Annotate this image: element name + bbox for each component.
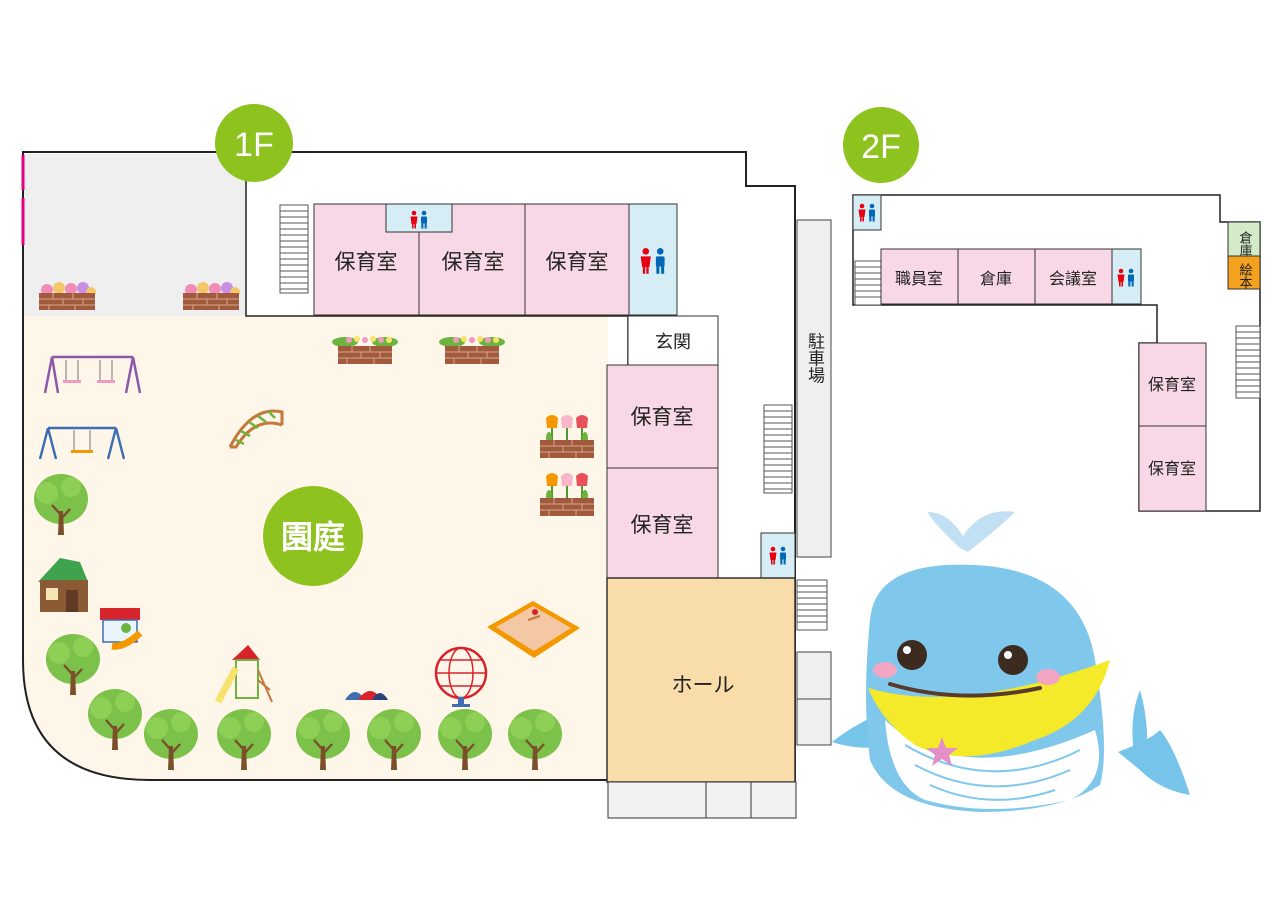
nursery-room-b-label: 保育室	[442, 250, 505, 274]
garden-badge	[263, 486, 363, 586]
stairs-icon	[279, 204, 309, 294]
sandbox-icon	[487, 601, 580, 658]
second-floor: 職員室 倉庫 会議室 倉庫 絵本 保育室 保育室 2F	[843, 107, 1261, 512]
storage-2f	[957, 248, 1036, 305]
tulip-bed-icon	[539, 472, 595, 517]
entrance-label: 玄関	[655, 332, 691, 353]
stairs-icon	[796, 579, 828, 631]
nursery-room-f	[1138, 342, 1207, 427]
globe-climber-icon	[434, 646, 488, 707]
flower-bed-icon	[182, 281, 241, 311]
annex-b	[705, 781, 752, 819]
house-icon	[38, 558, 88, 612]
floor-badge-2f	[843, 107, 919, 183]
whale-mascot-icon	[832, 511, 1190, 812]
parking-space-a	[796, 651, 832, 700]
entrance	[627, 315, 719, 366]
storage-2f-label: 倉庫	[980, 269, 1012, 288]
nursery-room-g	[1138, 425, 1207, 512]
meeting-room-label: 会議室	[1049, 269, 1097, 288]
nursery-room-f-label: 保育室	[1148, 375, 1196, 394]
staff-room	[880, 248, 959, 305]
tunnel-icon	[345, 691, 388, 700]
floor-badge-2f-label: 2F	[861, 128, 901, 166]
nursery-room-e	[606, 467, 719, 579]
nursery-room-d-label: 保育室	[631, 405, 694, 429]
nursery-room-d	[606, 364, 719, 469]
picture-book-room	[1227, 255, 1261, 290]
stairs-icon	[854, 260, 882, 306]
parking-space-b	[796, 698, 832, 746]
slide-icon	[100, 608, 143, 650]
picture-book-label: 絵本	[1237, 263, 1253, 289]
swing-icon	[43, 355, 142, 394]
small-storage	[1227, 221, 1261, 257]
restroom-side	[628, 203, 678, 316]
floor-badge-1f-label: 1F	[234, 126, 274, 164]
meeting-room	[1034, 248, 1113, 305]
jungle-gym-icon	[228, 409, 284, 449]
swing-icon	[38, 426, 126, 460]
restroom-2f-mid	[1111, 248, 1142, 305]
stairs-icon	[1235, 325, 1261, 399]
slide-icon	[214, 645, 273, 704]
stairs-icon	[763, 404, 793, 494]
floor-badge-1f	[215, 104, 293, 182]
parking-strip	[796, 219, 832, 558]
restroom-hall	[760, 532, 796, 579]
flower-bed-icon	[331, 335, 399, 365]
nursery-room-c-label: 保育室	[546, 250, 609, 274]
parking-label: 駐車場	[804, 332, 825, 384]
nursery-room-c	[524, 203, 630, 316]
annex-a	[607, 781, 707, 819]
restroom-2f-top	[852, 194, 882, 231]
flower-bed-icon	[438, 335, 506, 365]
restroom-top	[385, 203, 453, 233]
nursery-room-g-label: 保育室	[1148, 459, 1196, 478]
nursery-room-a-label: 保育室	[335, 250, 398, 274]
annex-c	[750, 781, 797, 819]
small-storage-label: 倉庫	[1237, 231, 1253, 257]
flower-bed-icon	[38, 281, 97, 311]
staff-room-label: 職員室	[895, 269, 943, 288]
nursery-room-e-label: 保育室	[631, 513, 694, 537]
tulip-bed-icon	[539, 414, 595, 459]
first-floor: 保育室 保育室 保育室 玄関 保育室 保育室 ホール 駐車場 1F 園庭	[21, 104, 832, 819]
hall-label: ホール	[672, 673, 735, 697]
garden-label: 園庭	[281, 518, 345, 556]
